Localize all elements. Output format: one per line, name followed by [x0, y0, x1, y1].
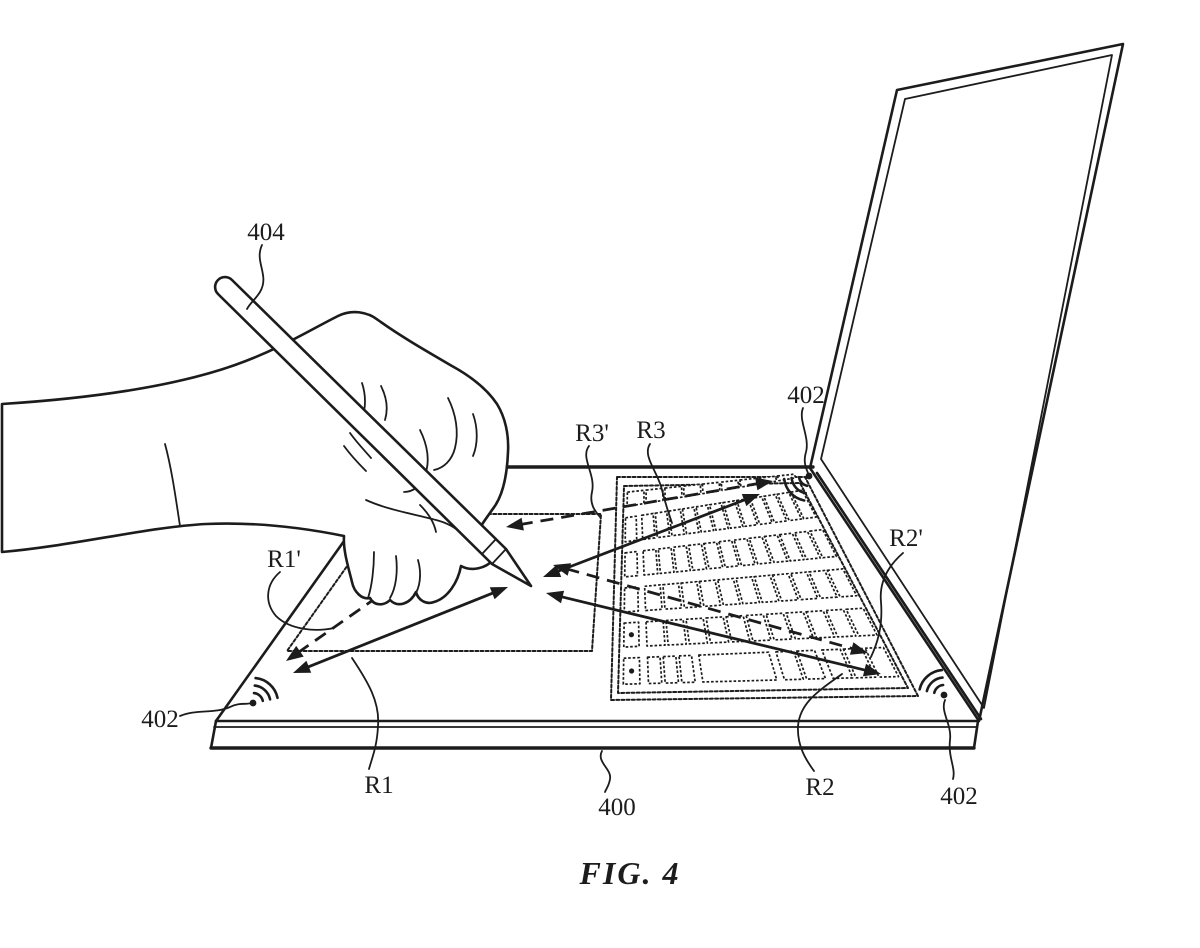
finger-fold — [389, 555, 398, 599]
keyboard-key — [749, 495, 774, 526]
keyboard-key — [753, 574, 780, 604]
keyboard-key — [698, 579, 722, 608]
keyboard-key — [845, 607, 878, 637]
label-r1-prime: R1' — [267, 546, 301, 573]
wifi-arcs-icon-top — [782, 472, 813, 502]
arrow-r3 — [543, 494, 760, 577]
arrow-r3-prime — [506, 477, 773, 531]
keyboard-key — [805, 609, 836, 639]
keyboard-key — [763, 534, 789, 564]
label-402-top: 402 — [787, 382, 825, 409]
key-dot — [629, 668, 635, 674]
keyboard-key — [626, 489, 645, 508]
wifi-arcs-icon-right — [918, 668, 948, 699]
label-402-left: 402 — [141, 706, 179, 733]
keyboard-key — [762, 493, 788, 524]
finger-line — [343, 445, 367, 472]
keyboard-key — [672, 544, 692, 573]
keyboard-key — [771, 572, 800, 602]
keyboard-key — [623, 586, 640, 613]
keyboard-key — [685, 617, 709, 645]
keyboard-key — [826, 568, 858, 598]
finger-line — [380, 385, 388, 421]
keyboard-key — [680, 580, 702, 609]
keyboard-key — [662, 655, 680, 684]
keyboard-key — [716, 577, 741, 606]
keyboard-key — [735, 576, 761, 605]
reference-labels: 404 R3' R3 402 R2' R1' 402 R1 400 R2 402… — [141, 219, 978, 891]
keyboard-key — [623, 550, 639, 578]
figure-caption: FIG. 4 — [579, 855, 681, 891]
finger-line — [349, 432, 372, 459]
keyboard-key — [697, 651, 778, 683]
keyboard-key — [808, 569, 839, 600]
keyboard-key — [795, 649, 827, 680]
label-r2: R2 — [805, 774, 834, 801]
keyboard-key — [722, 500, 744, 530]
arrow-r2-prime — [553, 563, 868, 655]
stylus-tip-line — [481, 538, 497, 555]
keyboard-key — [667, 508, 686, 537]
label-404-stylus: 404 — [247, 219, 285, 246]
hand — [0, 310, 510, 606]
label-r1: R1 — [364, 772, 393, 799]
keyboard-key — [765, 612, 794, 641]
keyboard-key — [687, 543, 708, 572]
finger-line — [433, 397, 458, 471]
keyboard-key — [662, 582, 683, 610]
keyboard-key — [702, 541, 724, 570]
keyboard-key — [695, 504, 715, 533]
keyboard-key — [745, 613, 772, 642]
arrow-r1 — [293, 587, 508, 673]
wrist-crease — [164, 443, 181, 527]
keyboard-key — [825, 608, 857, 638]
keyboard-key — [748, 535, 773, 565]
keyboard-key — [778, 532, 805, 562]
wifi-arcs-icon-left — [249, 676, 279, 707]
keyboard-key — [664, 485, 683, 501]
keyboard-key — [776, 491, 803, 522]
keyboard-key — [678, 654, 697, 684]
key-dot — [628, 632, 635, 638]
knuckle-line — [472, 413, 478, 457]
laptop-screen — [808, 42, 1125, 723]
keyboard-key — [624, 515, 638, 543]
keyboard-key — [705, 616, 730, 644]
keyboard-key — [718, 539, 740, 569]
keyboard-key — [645, 487, 664, 505]
keyboard-key — [645, 619, 666, 647]
keyboard-keys — [622, 473, 900, 686]
keyboard-key — [640, 512, 656, 541]
keyboard-key — [775, 650, 805, 681]
arrow-r2 — [546, 590, 881, 677]
label-r2-prime: R2' — [889, 525, 923, 552]
keyboard-key — [733, 537, 757, 567]
keyboard-key — [793, 530, 822, 561]
keyboard-key — [776, 473, 797, 482]
keyboard — [610, 473, 919, 701]
keyboard-key — [864, 646, 900, 678]
keyboard-key — [642, 548, 659, 576]
stylus — [213, 275, 533, 588]
keyboard-key — [643, 584, 663, 612]
leader-lines — [179, 244, 955, 793]
label-r3-prime: R3' — [575, 420, 609, 447]
thumb-line — [419, 504, 437, 533]
keyboard-key — [646, 655, 663, 685]
label-402-right: 402 — [940, 783, 978, 810]
finger-fold — [367, 551, 375, 599]
label-400-device: 400 — [598, 794, 636, 821]
label-r3: R3 — [636, 417, 665, 444]
keyboard-key — [708, 502, 730, 531]
keyboard-key — [789, 571, 819, 601]
stylus-tip-line — [491, 548, 507, 565]
keyboard-key — [657, 546, 675, 575]
keyboard-key — [809, 528, 838, 559]
keyboard-key — [735, 497, 759, 528]
finger-fold — [413, 559, 421, 597]
